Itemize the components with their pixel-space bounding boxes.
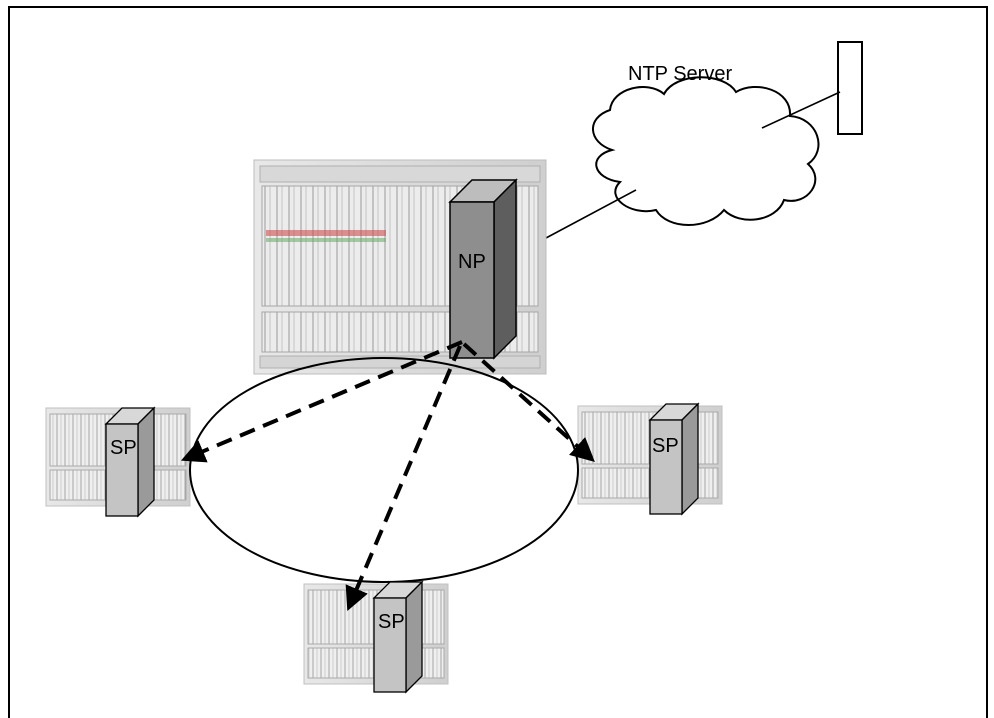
link-rack-to-cloud <box>545 189 637 239</box>
ring-network <box>189 357 579 583</box>
sp-label-left: SP <box>110 437 137 459</box>
ntp-server-label: NTP Server <box>628 63 732 85</box>
arrow-np-to-sp-right <box>462 342 595 463</box>
link-cloud-to-server <box>761 91 841 129</box>
sp-card-right <box>648 402 700 516</box>
sp-label-right: SP <box>652 435 679 457</box>
sp-label-bottom: SP <box>378 611 405 633</box>
np-card <box>448 178 518 360</box>
sp-card-left <box>104 406 156 518</box>
arrow-np-to-sp-bottom <box>345 345 462 612</box>
ntp-server-box <box>837 41 863 135</box>
network-cloud <box>592 76 820 226</box>
np-label: NP <box>458 251 486 273</box>
sp-card-bottom <box>372 580 424 694</box>
diagram-frame <box>8 6 988 718</box>
